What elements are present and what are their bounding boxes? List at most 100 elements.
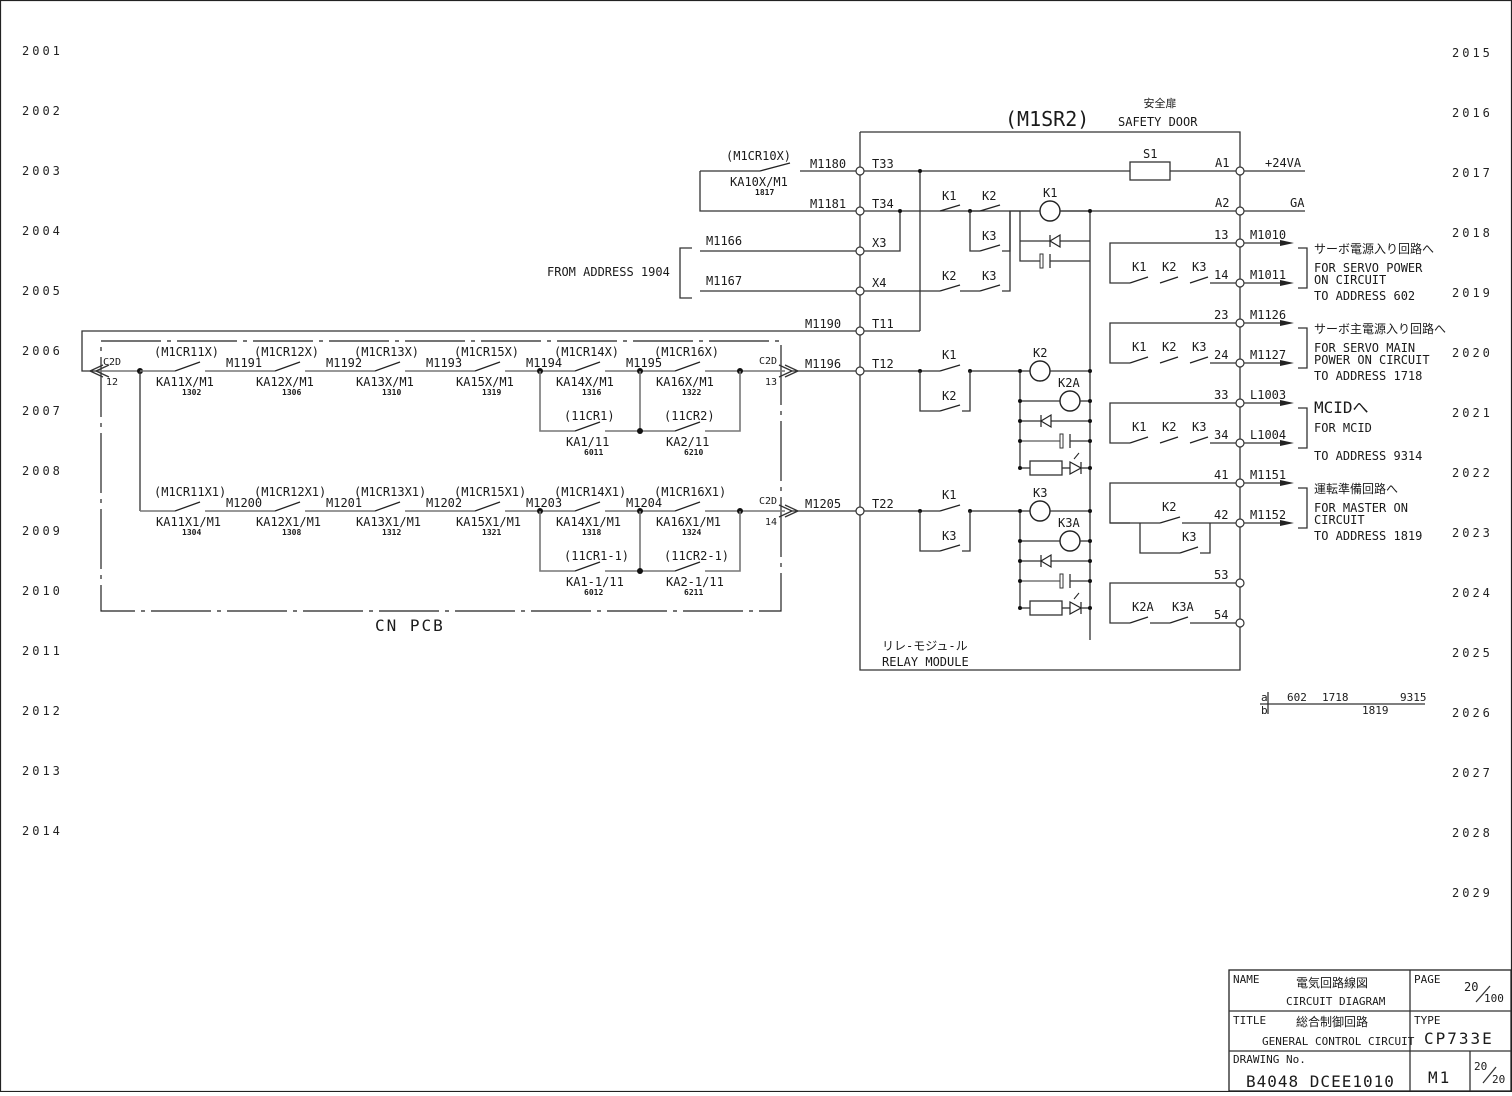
wire: [1109, 402, 1240, 444]
safety-door-title-jp: 安全扉: [1144, 96, 1177, 110]
connector-label: C2D: [103, 357, 121, 368]
contact-ref: 1310: [382, 388, 401, 397]
wire-m1181-label: M1181: [810, 197, 846, 211]
wire-label: M1201: [326, 496, 362, 510]
relay-label: (M1CR15X): [454, 345, 519, 359]
k3-contact-label: K3: [982, 229, 996, 243]
relay-label: (M1CR16X1): [654, 485, 726, 499]
relay-label: (M1CR14X): [554, 345, 619, 359]
output-terminal: [1235, 238, 1245, 248]
contact-ref: 1302: [182, 388, 201, 397]
ka10x-contact-label: KA10X/M1: [730, 175, 788, 189]
wire-label: M1200: [226, 496, 262, 510]
terminal-x3-label: X3: [872, 236, 886, 250]
relay-label: (M1CR14X1): [554, 485, 626, 499]
junction: [637, 568, 643, 574]
from-address-label: FROM ADDRESS 1904: [547, 265, 670, 279]
wire: [1002, 211, 1011, 252]
wire: [1109, 582, 1240, 624]
relay-label: (11CR2): [664, 409, 715, 423]
sheet-total: 20: [1492, 1073, 1505, 1086]
name-jp: 電気回路線図: [1296, 975, 1368, 990]
k2a-contact-label: K2A: [1132, 600, 1154, 614]
relay-label: (M1CR12X1): [254, 485, 326, 499]
arrow-icon: [1280, 360, 1294, 366]
junction: [1088, 466, 1092, 470]
output-wire-label: L1004: [1250, 428, 1286, 442]
k3-contact-label: K3: [1192, 340, 1206, 354]
relay-label: (11CR1-1): [564, 549, 629, 563]
s1-switch-symbol: [1129, 161, 1171, 181]
junction: [1018, 539, 1022, 543]
no-contact-symbol: [759, 162, 791, 172]
address-marker: 2013: [22, 764, 63, 778]
k2-contact-label: K2: [1162, 340, 1176, 354]
led-icon: [1069, 600, 1083, 616]
output-wire-label: M1151: [1250, 468, 1286, 482]
output-destination-jp: サーボ主電源入り回路へ: [1314, 321, 1446, 336]
xref-a-value: 602: [1287, 691, 1307, 704]
output-destination-en: ON CIRCUIT: [1314, 273, 1386, 287]
terminal-t34: [855, 206, 865, 216]
k2-contact-label: K2: [1162, 500, 1176, 514]
output-address-label: TO ADDRESS 1718: [1314, 369, 1422, 383]
wire-m1167-label: M1167: [706, 274, 742, 288]
bracket: [1298, 407, 1308, 449]
drawing-number: B4048 DCEE1010: [1246, 1072, 1395, 1091]
output-destination-en: FOR SERVO POWER: [1314, 261, 1423, 275]
output-terminal: [1235, 278, 1245, 288]
address-marker: 2017: [1452, 166, 1493, 180]
output-destination-en: CIRCUIT: [1314, 513, 1365, 527]
contact-ref: 1318: [582, 528, 601, 537]
k2a-coil-label: K2A: [1058, 376, 1080, 390]
wire-label: M1195: [626, 356, 662, 370]
xref-a-value: 1718: [1322, 691, 1349, 704]
plus24va-label: +24VA: [1265, 156, 1302, 170]
contact-label: KA16X/M1: [656, 375, 714, 389]
cn-pcb-block: CN PCB C2D12(M1CR11X)KA11X/M11302(M1CR12…: [88, 340, 800, 635]
no-contact-symbol: [574, 361, 601, 372]
k2-contact-label: K2: [1162, 420, 1176, 434]
address-marker: 2026: [1452, 706, 1493, 720]
terminal-a2-label: A2: [1215, 196, 1229, 210]
address-marker: 2021: [1452, 406, 1493, 420]
led-icon: [1069, 460, 1083, 476]
wire-label: M1193: [426, 356, 462, 370]
connector-pin: 14: [765, 517, 777, 528]
k2a-contact-symbol: [1129, 616, 1149, 624]
address-marker: 2012: [22, 704, 63, 718]
output-terminal: [1235, 618, 1245, 628]
contact-label: KA1-1/11: [566, 575, 624, 589]
relay-label: (M1CR16X): [654, 345, 719, 359]
type-value: CP733E: [1424, 1029, 1494, 1048]
contact-ref: 1321: [482, 528, 501, 537]
k1-coil: [1039, 200, 1061, 222]
k3a-contact-label: K3A: [1172, 600, 1194, 614]
k1-contact-symbol: [939, 204, 961, 212]
k3a-coil: [1059, 530, 1081, 552]
output-address-label: TO ADDRESS 602: [1314, 289, 1415, 303]
terminal-a1-label: A1: [1215, 156, 1229, 170]
relay-label: (M1CR12X): [254, 345, 319, 359]
junction: [1018, 369, 1022, 373]
contact-label: KA1/11: [566, 435, 609, 449]
wire: [1109, 242, 1240, 284]
junction: [1088, 606, 1092, 610]
wire-m1166-label: M1166: [706, 234, 742, 248]
contact-ref: 6012: [584, 588, 603, 597]
wire-label: M1191: [226, 356, 262, 370]
wire: [699, 171, 860, 212]
junction: [1018, 579, 1022, 583]
connector-icon: [94, 364, 110, 378]
k2-coil: [1029, 360, 1051, 382]
terminal-t33: [855, 166, 865, 176]
k2a-coil: [1059, 390, 1081, 412]
output-destination-jp: サーボ電源入り回路へ: [1314, 241, 1434, 256]
junction: [1088, 579, 1092, 583]
terminal-label: 13: [1214, 228, 1228, 242]
contact-label: KA16X1/M1: [656, 515, 721, 529]
k3-coil: [1029, 500, 1051, 522]
address-marker: 2027: [1452, 766, 1493, 780]
capacitor-icon: [1059, 433, 1064, 449]
